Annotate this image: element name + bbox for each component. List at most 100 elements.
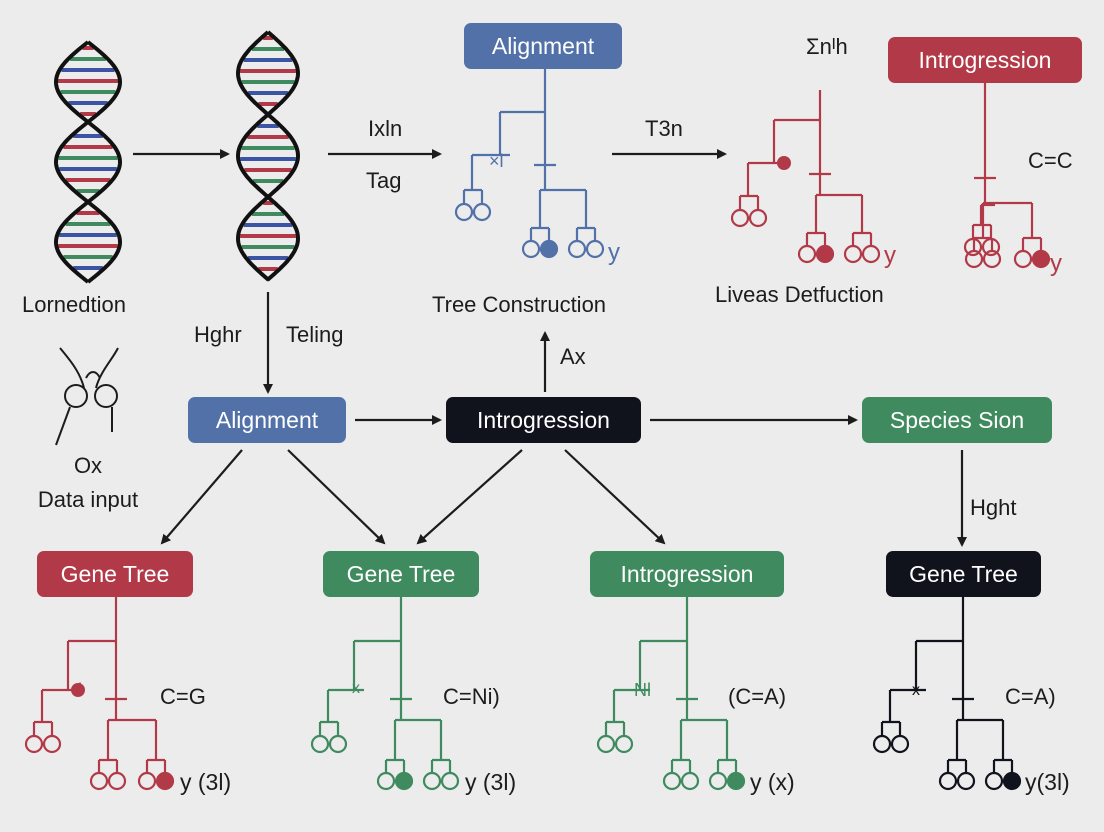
tree-tip	[310, 734, 330, 754]
top-glyph-label: Ʃnᴵh	[806, 34, 848, 59]
tree-tip	[422, 771, 442, 791]
tree2-mark: x	[352, 680, 360, 697]
tree-tip	[585, 239, 605, 259]
label-hght: Hght	[970, 495, 1017, 520]
hand-figure-icon	[55, 347, 119, 446]
tree1-tip-label: y (3l)	[180, 769, 232, 795]
phylogenetic-trees	[24, 69, 1051, 791]
gene-tree-2-diagram	[310, 597, 460, 791]
label-teling: Teling	[286, 322, 344, 347]
tree3-annotation: (C=A)	[728, 684, 787, 709]
tree-node-filled	[71, 683, 85, 697]
tree-tip	[454, 202, 474, 222]
arrow-alignment-to-gene1	[160, 449, 243, 545]
label-ax: Ax	[560, 344, 586, 369]
arrow-introgression-to-introgression	[564, 449, 666, 545]
tree-tip	[843, 244, 863, 264]
species-box-mid[interactable]: Species Sion	[862, 397, 1052, 443]
gene-tree-box-1[interactable]: Gene Tree	[37, 551, 193, 597]
tree-tip-filled	[394, 771, 414, 791]
tree-tip	[748, 208, 768, 228]
tree-tip	[982, 249, 1002, 269]
tree-tip	[964, 249, 984, 269]
tree-tip	[662, 771, 682, 791]
tree4-annotation: C=A)	[1005, 684, 1056, 709]
blue-tree-mark: ×l	[489, 151, 504, 171]
tree-tip	[567, 239, 587, 259]
tree2-annotation: C=Ni)	[443, 684, 500, 709]
red-tree-top-2	[963, 83, 1051, 269]
tree-tip	[861, 244, 881, 264]
tree-tip-filled	[539, 239, 559, 259]
arrow-label-tag: Tag	[366, 168, 402, 193]
tree4-mark: x	[912, 682, 920, 699]
tree-tip	[938, 771, 958, 791]
tree-tip	[708, 771, 728, 791]
dna-strand	[53, 40, 123, 284]
tree-tip	[890, 734, 910, 754]
tree-tip	[730, 208, 750, 228]
tree-tip	[328, 734, 348, 754]
gene-tree-3-diagram	[596, 597, 746, 791]
red-tree-1-tip-label: y	[884, 242, 896, 269]
tree4-tip-label: y(3l)	[1025, 769, 1070, 795]
arrow-label-t3n: T3n	[645, 116, 683, 141]
tree-tip	[42, 734, 62, 754]
tree-tip-filled	[726, 771, 746, 791]
tree-tip	[89, 771, 109, 791]
tree-tip	[107, 771, 127, 791]
tree-tip	[137, 771, 157, 791]
tree1-annotation: C=G	[160, 684, 206, 709]
tree2-tip-label: y (3l)	[465, 769, 517, 795]
tree-tip	[24, 734, 44, 754]
label-hghr: Hghr	[194, 322, 242, 347]
tree-tip	[440, 771, 460, 791]
tree-tip	[872, 734, 892, 754]
tree-tip-filled	[155, 771, 175, 791]
tree-tip	[797, 244, 817, 264]
tree-tip	[521, 239, 541, 259]
tree-tip	[956, 771, 976, 791]
tree-tip-filled	[815, 244, 835, 264]
dna-helix-left	[53, 40, 123, 284]
dna-helix-right	[235, 30, 301, 282]
red-tree-2-tip-label: y	[1050, 250, 1062, 277]
introgression-box-mid[interactable]: Introgression	[446, 397, 641, 443]
red-tree-top-1	[730, 90, 881, 264]
introgression-box-bottom[interactable]: Introgression	[590, 551, 784, 597]
arrow-introgression-to-gene2	[416, 449, 523, 545]
tree1-mark: l	[78, 680, 82, 700]
dna-strand	[235, 30, 301, 282]
tree-tip	[596, 734, 616, 754]
introgression-box-top[interactable]: Introgression	[888, 37, 1082, 83]
alignment-box-mid[interactable]: Alignment	[188, 397, 346, 443]
arrow-alignment-to-gene2	[287, 449, 386, 545]
label-lornedtion: Lornedtion	[22, 292, 126, 317]
tree-tip	[472, 202, 492, 222]
tree-tip-filled	[1031, 249, 1051, 269]
label-ox: Ox	[73, 453, 103, 478]
red-tree-annotation: C=C	[1028, 148, 1073, 173]
label-liveas-detfuction: Liveas Detfuction	[715, 282, 884, 307]
gene-tree-1-diagram	[24, 597, 175, 791]
tree3-mark: Nl	[634, 680, 651, 700]
tree-node-filled	[777, 156, 791, 170]
tree-tip-filled	[1002, 771, 1022, 791]
alignment-box-top[interactable]: Alignment	[464, 23, 622, 69]
flow-arrows	[133, 149, 967, 547]
tree-tip	[1013, 249, 1033, 269]
gene-tree-4-diagram	[872, 597, 1022, 791]
dna-strand	[235, 30, 301, 282]
gene-tree-box-4[interactable]: Gene Tree	[886, 551, 1041, 597]
blue-tree-top	[454, 69, 605, 259]
tree3-tip-label: y (x)	[750, 769, 795, 795]
tree-tip	[614, 734, 634, 754]
tree-tip	[984, 771, 1004, 791]
arrow-label-ixln: Ixln	[368, 116, 403, 141]
tree-tip	[680, 771, 700, 791]
label-tree-construction: Tree Construction	[432, 292, 607, 317]
tree-tip	[376, 771, 396, 791]
gene-tree-box-2[interactable]: Gene Tree	[323, 551, 479, 597]
label-data-input: Data input	[37, 487, 139, 512]
